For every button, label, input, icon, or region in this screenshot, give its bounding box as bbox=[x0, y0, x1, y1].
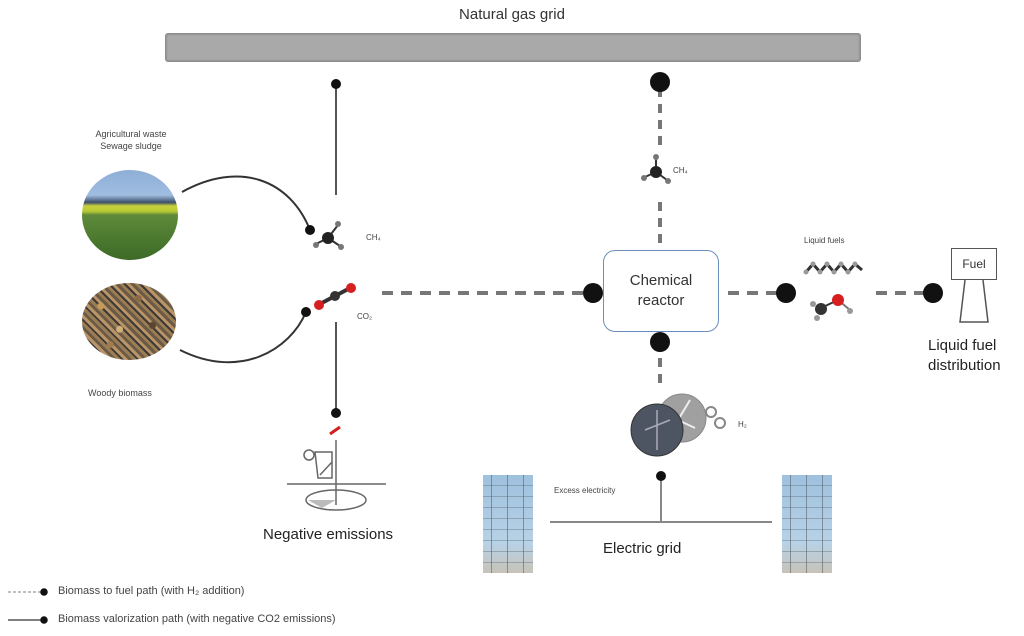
electric-grid-label: Electric grid bbox=[603, 540, 682, 557]
power-pylon-image-right bbox=[782, 475, 832, 573]
woody-biomass-image bbox=[82, 283, 176, 360]
natural-gas-grid-title: Natural gas grid bbox=[459, 6, 565, 23]
methanol-molecule-icon bbox=[810, 294, 853, 321]
woody-biomass-label: Woody biomass bbox=[88, 388, 152, 398]
renewable-electrolysis-icon bbox=[630, 393, 707, 457]
fuel-pump-base-icon bbox=[959, 279, 989, 323]
co2-molecule-icon-left bbox=[314, 283, 356, 310]
fuel-pump-sign: Fuel bbox=[951, 248, 997, 280]
alkane-chain-icon bbox=[803, 261, 863, 275]
distribution-label-line2: distribution bbox=[928, 357, 1001, 374]
ch4-label-top: CH₄ bbox=[673, 166, 688, 175]
agricultural-waste-label: Agricultural waste Sewage sludge bbox=[86, 128, 176, 152]
carbon-storage-rig-icon bbox=[287, 425, 386, 511]
liquid-fuels-label: Liquid fuels bbox=[804, 236, 845, 245]
arrow-agri-to-ch4 bbox=[181, 175, 315, 235]
reactor-label-line2: reactor bbox=[637, 292, 685, 309]
excess-electricity-label: Excess electricity bbox=[554, 486, 616, 495]
co2-label-left: CO₂ bbox=[357, 312, 373, 321]
sewage-sludge-text: Sewage sludge bbox=[100, 141, 162, 151]
reactor-label-line1: Chemical bbox=[629, 272, 693, 289]
distribution-label-line1: Liquid fuel bbox=[928, 337, 997, 354]
ch4-molecule-icon-top bbox=[641, 154, 671, 184]
negative-emissions-label: Negative emissions bbox=[263, 526, 394, 543]
natural-gas-grid-bar bbox=[165, 33, 861, 62]
legend-label-biomass-valorization: Biomass valorization path (with negative… bbox=[58, 613, 336, 625]
legend-item-solid: Biomass valorization path (with negative… bbox=[58, 613, 336, 625]
h2-molecule-icon bbox=[705, 406, 726, 429]
legend-item-dashed: Biomass to fuel path (with H₂ addition) bbox=[58, 585, 244, 597]
ch4-label-left: CH₄ bbox=[366, 233, 381, 242]
liquid-fuel-distribution-label: Liquid fuel distribution bbox=[928, 336, 1001, 376]
power-pylon-image-left bbox=[483, 475, 533, 573]
agricultural-waste-text: Agricultural waste bbox=[95, 129, 167, 139]
legend-label-biomass-to-fuel: Biomass to fuel path (with H₂ addition) bbox=[58, 585, 245, 597]
arrow-woody-to-co2 bbox=[179, 307, 311, 364]
chemical-reactor-box: Chemical reactor bbox=[603, 250, 719, 332]
agricultural-field-image bbox=[82, 170, 178, 260]
ch4-molecule-icon-left bbox=[313, 221, 344, 250]
h2-label: H₂ bbox=[738, 420, 747, 429]
